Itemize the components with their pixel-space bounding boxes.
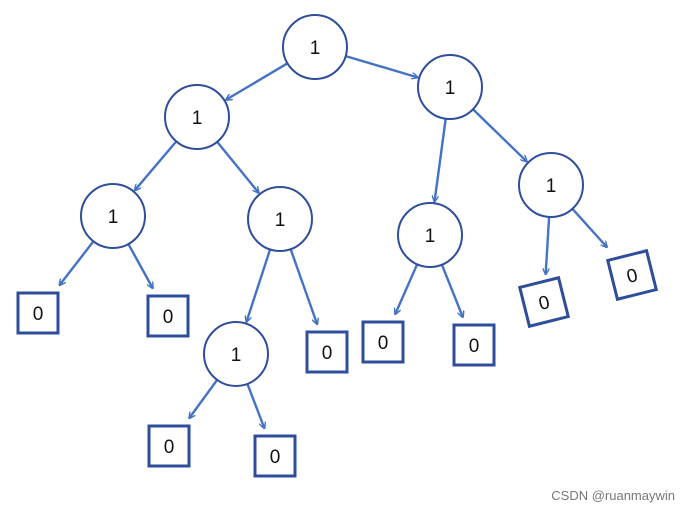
edge-arrow-n5-l3	[289, 248, 317, 324]
leaf-square	[452, 323, 496, 367]
leaf-node-l4: 0	[147, 424, 191, 468]
leaf-node-l8: 0	[517, 275, 571, 329]
edge-arrow-n6-l7	[440, 264, 463, 317]
leaf-square	[605, 248, 659, 302]
leaf-node-l3: 0	[305, 330, 349, 374]
leaf-square	[253, 434, 297, 478]
leaf-node-l5: 0	[253, 434, 297, 478]
edge-arrow-n4-l1	[60, 240, 95, 285]
node-label: 1	[546, 176, 557, 197]
leaf-label: 0	[33, 304, 44, 325]
leaf-node-l2: 0	[146, 294, 190, 338]
leaf-label: 0	[469, 336, 480, 357]
leaf-node-l7: 0	[452, 323, 496, 367]
node-label: 1	[108, 207, 119, 228]
leaf-square	[16, 291, 60, 335]
node-label: 1	[192, 108, 203, 129]
leaf-label: 0	[378, 333, 389, 354]
tree-node-n7: 1	[518, 152, 584, 218]
leaf-square	[146, 294, 190, 338]
watermark-text: CSDN @ruanmaywin	[551, 488, 675, 503]
node-circle	[203, 321, 269, 387]
leaf-label: 0	[270, 447, 281, 468]
edge-arrow-n3-n6	[435, 118, 447, 202]
node-circle	[417, 54, 483, 120]
tree-node-n6: 1	[397, 202, 463, 268]
edge-arrow-n6-l6	[395, 263, 419, 314]
leaf-node-l1: 0	[16, 291, 60, 335]
leaf-node-l9: 0	[605, 248, 659, 302]
edge-arrow-n1-n2	[226, 62, 289, 99]
node-label: 1	[275, 210, 286, 231]
leaf-square	[147, 424, 191, 468]
tree-node-n3: 1	[417, 54, 483, 120]
edge-arrow-n7-l9	[571, 207, 606, 247]
leaf-label: 0	[164, 437, 175, 458]
node-label: 1	[425, 226, 436, 247]
edge-arrow-n3-n7	[472, 108, 527, 161]
nodes: 1 1 1 1 1 1 1 1 0 0 0 0 0 0 0 0 0	[16, 14, 659, 478]
node-circle	[247, 186, 313, 252]
leaf-node-l6: 0	[361, 320, 405, 364]
node-label: 1	[310, 38, 321, 59]
leaf-label: 0	[163, 307, 174, 328]
edge-arrow-n1-n3	[345, 54, 418, 77]
leaf-label: 0	[625, 265, 640, 288]
edge-arrow-n8-l4	[189, 379, 219, 418]
tree-node-n2: 1	[164, 84, 230, 150]
tree-node-n4: 1	[80, 183, 146, 249]
node-circle	[397, 202, 463, 268]
tree-node-n1: 1	[282, 14, 348, 80]
leaf-square	[517, 275, 571, 329]
leaf-label: 0	[537, 292, 552, 315]
leaf-square	[305, 330, 349, 374]
node-circle	[282, 14, 348, 80]
edges	[60, 54, 607, 428]
edge-arrow-n4-l2	[127, 243, 152, 288]
node-circle	[164, 84, 230, 150]
leaf-label: 0	[322, 343, 333, 364]
edge-arrow-n2-n5	[216, 141, 258, 193]
tree-node-n8: 1	[203, 321, 269, 387]
edge-arrow-n7-l8	[546, 216, 551, 274]
node-circle	[518, 152, 584, 218]
edge-arrow-n2-n4	[135, 140, 178, 190]
node-label: 1	[445, 78, 456, 99]
tree-node-n5: 1	[247, 186, 313, 252]
edge-arrow-n5-n8	[247, 249, 272, 321]
node-label: 1	[231, 345, 242, 366]
node-circle	[80, 183, 146, 249]
edge-arrow-n8-l5	[246, 383, 264, 428]
leaf-square	[361, 320, 405, 364]
